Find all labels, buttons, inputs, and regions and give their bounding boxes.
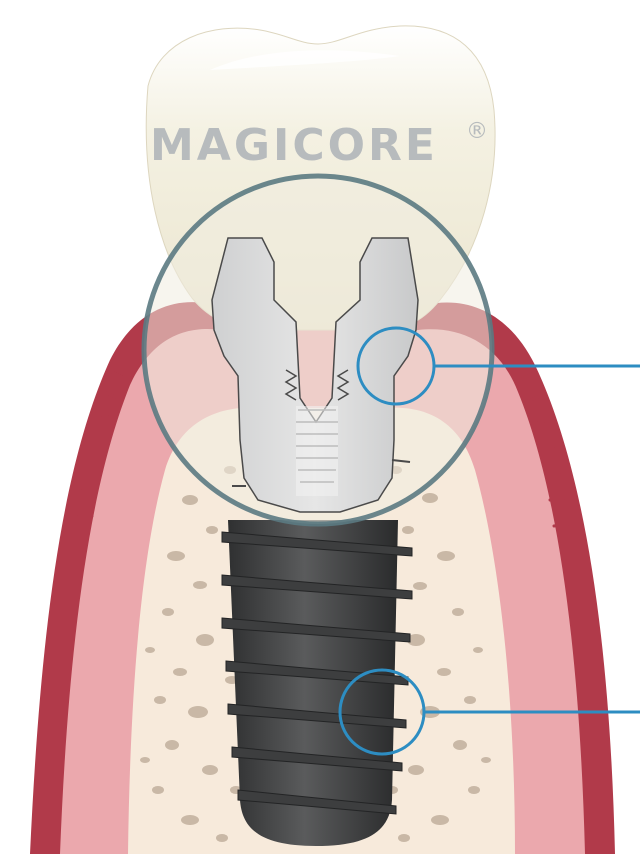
implant-body [222, 520, 412, 846]
registered-mark: ® [466, 119, 488, 144]
brand-wordmark: MAGICORE [150, 120, 438, 171]
